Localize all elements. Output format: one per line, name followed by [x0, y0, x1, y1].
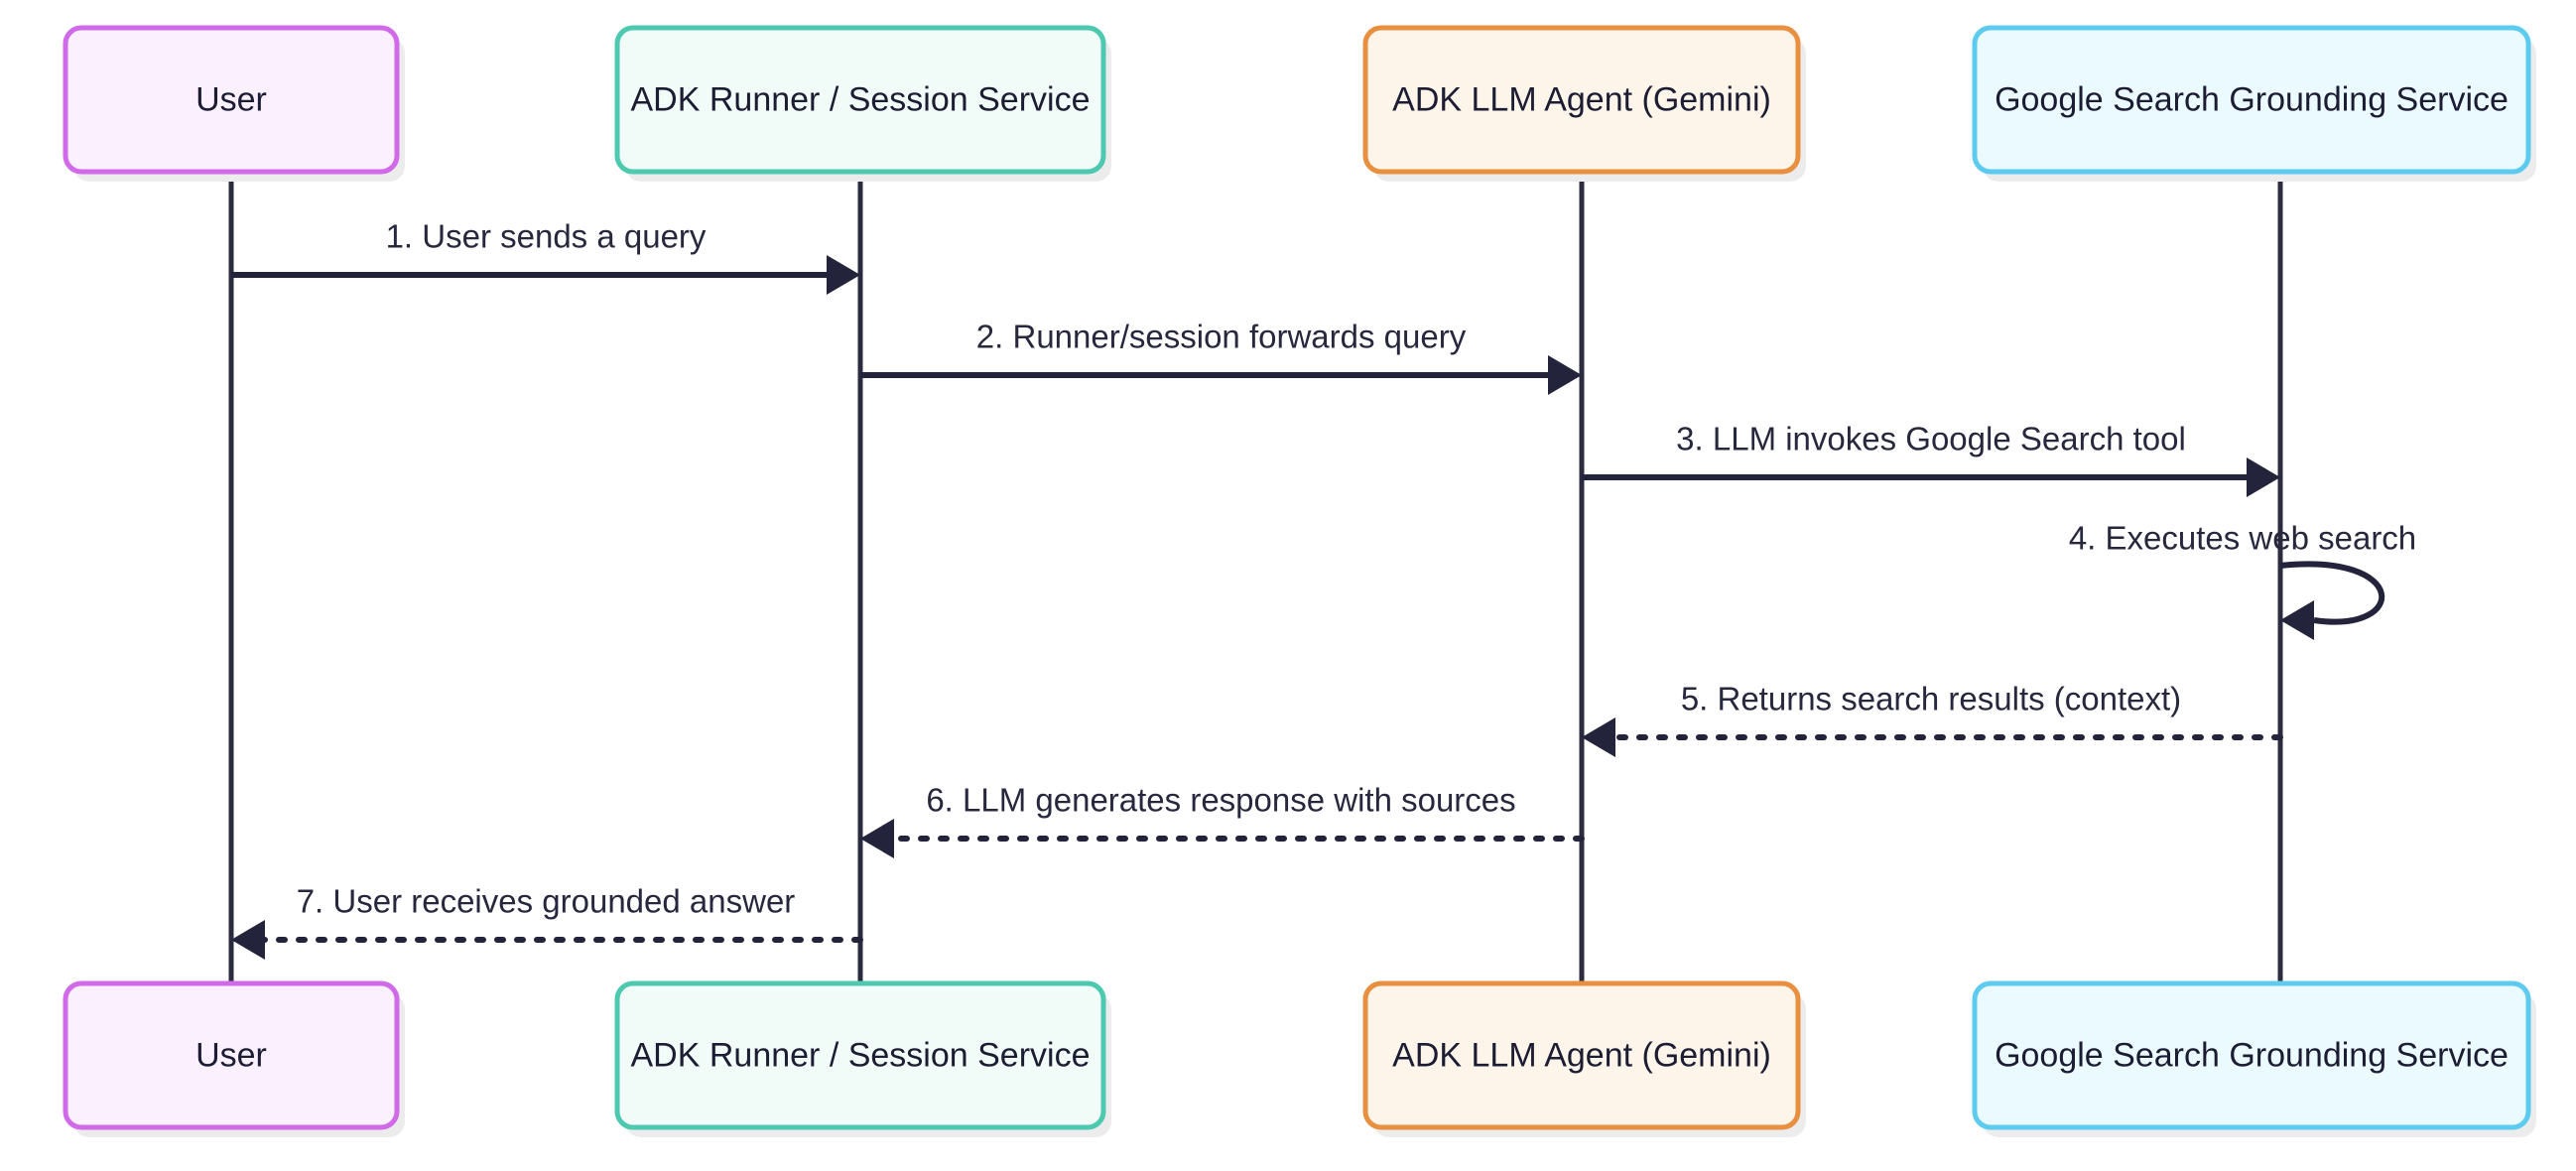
arrowhead [2247, 457, 2280, 497]
message-label-4: 4. Executes web search [2069, 520, 2416, 557]
self-loop-path [2279, 561, 2385, 625]
participant-box-google-search-bottom[interactable]: Google Search Grounding Service [1972, 980, 2536, 1137]
lifelines-layer [228, 172, 2283, 983]
message-2[interactable]: 2. Runner/session forwards query [860, 319, 1582, 395]
participant-box-adk-llm-agent-bottom[interactable]: ADK LLM Agent (Gemini) [1362, 980, 1806, 1137]
participant-box-user-bottom[interactable]: User [63, 980, 405, 1137]
arrowhead [827, 255, 860, 295]
message-3[interactable]: 3. LLM invokes Google Search tool [1582, 421, 2280, 497]
participant-box-rect [63, 25, 400, 175]
participant-box-user-top[interactable]: User [63, 25, 405, 182]
arrowhead [1582, 717, 1615, 757]
message-label-2: 2. Runner/session forwards query [976, 319, 1467, 355]
participants-bottom-layer: User ADK Runner / Session Service ADK LLM … [63, 980, 2536, 1137]
participant-box-rect [1972, 25, 2531, 175]
participant-box-rect [1972, 980, 2531, 1130]
message-1[interactable]: 1. User sends a query [231, 218, 860, 295]
participant-box-rect [614, 25, 1106, 175]
arrowhead [2280, 600, 2314, 640]
arrowhead [231, 920, 265, 960]
message-label-7: 7. User receives grounded answer [297, 883, 796, 920]
message-label-1: 1. User sends a query [386, 218, 707, 255]
messages-layer: 1. User sends a query 2. Runner/session f… [231, 218, 2416, 960]
participant-label-google-search: Google Search Grounding Service [1995, 80, 2509, 118]
message-label-3: 3. LLM invokes Google Search tool [1676, 421, 2186, 457]
participant-box-adk-runner-top[interactable]: ADK Runner / Session Service [614, 25, 1111, 182]
participant-box-rect [1362, 980, 1801, 1130]
participant-box-rect [63, 980, 400, 1130]
message-6[interactable]: 6. LLM generates response with sources [860, 782, 1585, 858]
participant-label-user: User [195, 1036, 267, 1074]
participant-label-adk-llm-agent: ADK LLM Agent (Gemini) [1392, 1036, 1771, 1074]
participant-label-adk-runner: ADK Runner / Session Service [631, 1036, 1091, 1074]
arrowhead [1548, 355, 1582, 395]
message-4[interactable]: 4. Executes web search [2069, 520, 2416, 640]
participant-box-rect [614, 980, 1106, 1130]
participant-label-adk-llm-agent: ADK LLM Agent (Gemini) [1392, 80, 1771, 118]
participant-box-adk-llm-agent-top[interactable]: ADK LLM Agent (Gemini) [1362, 25, 1806, 182]
participant-label-user: User [195, 80, 267, 118]
participants-top-layer: User ADK Runner / Session Service ADK LLM … [63, 25, 2536, 182]
message-label-6: 6. LLM generates response with sources [926, 782, 1515, 819]
participant-label-adk-runner: ADK Runner / Session Service [631, 80, 1091, 118]
participant-box-adk-runner-bottom[interactable]: ADK Runner / Session Service [614, 980, 1111, 1137]
participant-box-rect [1362, 25, 1801, 175]
participant-box-google-search-top[interactable]: Google Search Grounding Service [1972, 25, 2536, 182]
message-7[interactable]: 7. User receives grounded answer [231, 883, 863, 960]
participant-label-google-search: Google Search Grounding Service [1995, 1036, 2509, 1074]
message-label-5: 5. Returns search results (context) [1681, 681, 2181, 717]
arrowhead [860, 819, 894, 858]
message-5[interactable]: 5. Returns search results (context) [1582, 681, 2283, 757]
